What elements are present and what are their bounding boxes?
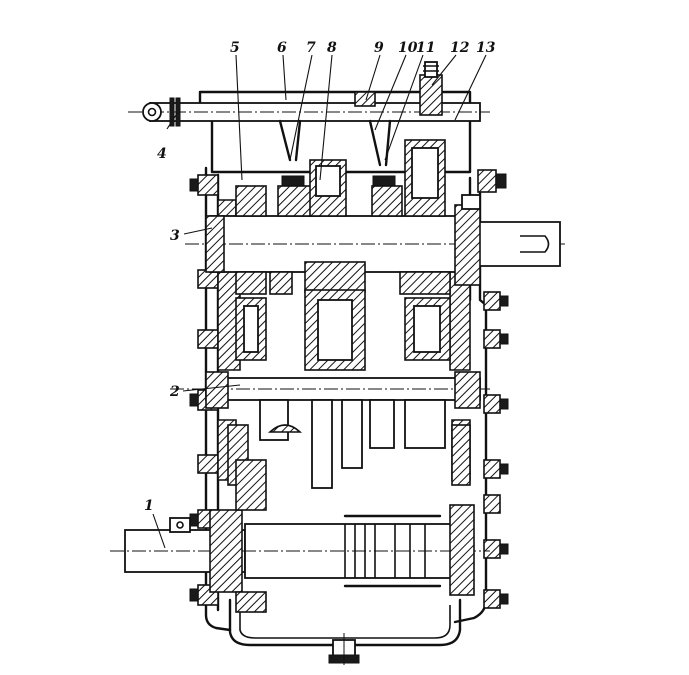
shift-rod-end-eye (142, 102, 162, 122)
callout-4: 4 (157, 146, 167, 162)
callout-8: 8 (327, 40, 337, 56)
bearing-output-left (205, 215, 225, 273)
callout-11: 11 (416, 40, 435, 56)
input-bearing (209, 509, 243, 593)
output-shaft-end (469, 221, 561, 267)
callout-6: 6 (277, 40, 287, 56)
output-shaft-assembly (185, 139, 565, 295)
callout-labels: 1 2 3 4 5 6 7 8 9 10 11 12 13 (144, 40, 496, 514)
callout-12: 12 (450, 40, 470, 56)
callout-9: 9 (374, 40, 384, 56)
input-shaft-assembly (110, 459, 490, 613)
shift-rod-assembly (128, 61, 490, 187)
callout-3: 3 (170, 228, 180, 244)
callout-1: 1 (144, 498, 154, 514)
callout-7: 7 (306, 40, 316, 56)
callout-5: 5 (230, 40, 240, 56)
countershaft-assembly (170, 289, 490, 489)
callout-2: 2 (169, 384, 180, 400)
callout-10: 10 (398, 40, 418, 56)
detent-housing (419, 74, 443, 116)
callout-13: 13 (476, 40, 496, 56)
leader-lines (152, 54, 487, 549)
